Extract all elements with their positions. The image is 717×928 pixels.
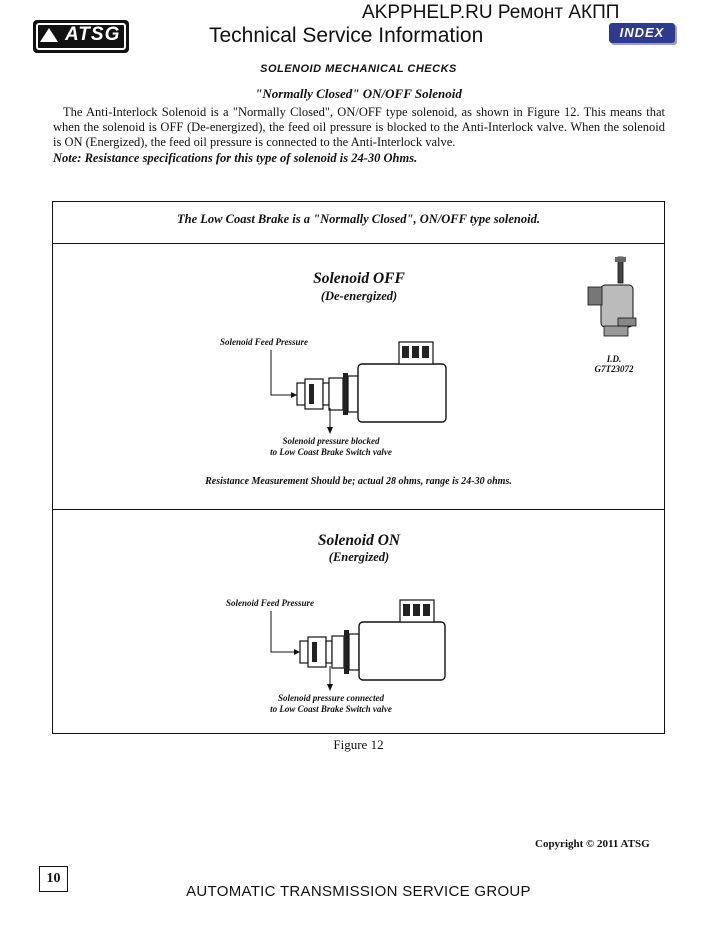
on-feed-label: Solenoid Feed Pressure (226, 598, 315, 608)
page-header-title: Technical Service Information (209, 24, 484, 47)
index-button[interactable]: INDEX (609, 23, 675, 43)
solenoid-on-subtitle: (Energized) (328, 550, 390, 564)
section-title: SOLENOID MECHANICAL CHECKS (260, 63, 457, 75)
solenoid-off-title: Solenoid OFF (313, 270, 405, 287)
resistance-note: Note: Resistance specifications for this… (53, 151, 418, 165)
atsg-logo: ATSG (33, 20, 129, 53)
on-result-line2: to Low Coast Brake Switch valve (270, 704, 392, 714)
off-result-line2: to Low Coast Brake Switch valve (270, 447, 392, 457)
solenoid-on-title: Solenoid ON (317, 532, 401, 549)
figure-box (52, 201, 665, 734)
resistance-measurement: Resistance Measurement Should be; actual… (205, 476, 512, 487)
body-paragraph: The Anti-Interlock Solenoid is a "Normal… (53, 105, 665, 150)
figure-caption: Figure 12 (333, 737, 384, 752)
off-feed-label: Solenoid Feed Pressure (220, 337, 309, 347)
figure-divider-top (52, 243, 665, 244)
logo-text: ATSG (65, 24, 121, 45)
logo-mark-icon (40, 28, 58, 42)
paragraph-text: The Anti-Interlock Solenoid is a "Normal… (53, 105, 665, 149)
figure-divider-middle (52, 509, 665, 510)
page-number: 10 (39, 866, 68, 892)
subheading: "Normally Closed" ON/OFF Solenoid (255, 86, 462, 101)
id-part-number: G7T23072 (594, 364, 634, 374)
copyright: Copyright © 2011 ATSG (535, 838, 650, 850)
on-result-line1: Solenoid pressure connected (277, 693, 384, 703)
figure-box-title: The Low Coast Brake is a "Normally Close… (177, 212, 540, 226)
solenoid-off-subtitle: (De-energized) (320, 289, 398, 303)
footer-text: AUTOMATIC TRANSMISSION SERVICE GROUP (186, 883, 531, 900)
id-label: I.D. (606, 354, 622, 364)
site-banner: AKPPHELP.RU Ремонт АКПП (362, 2, 620, 23)
off-result-line1: Solenoid pressure blocked (282, 436, 380, 446)
